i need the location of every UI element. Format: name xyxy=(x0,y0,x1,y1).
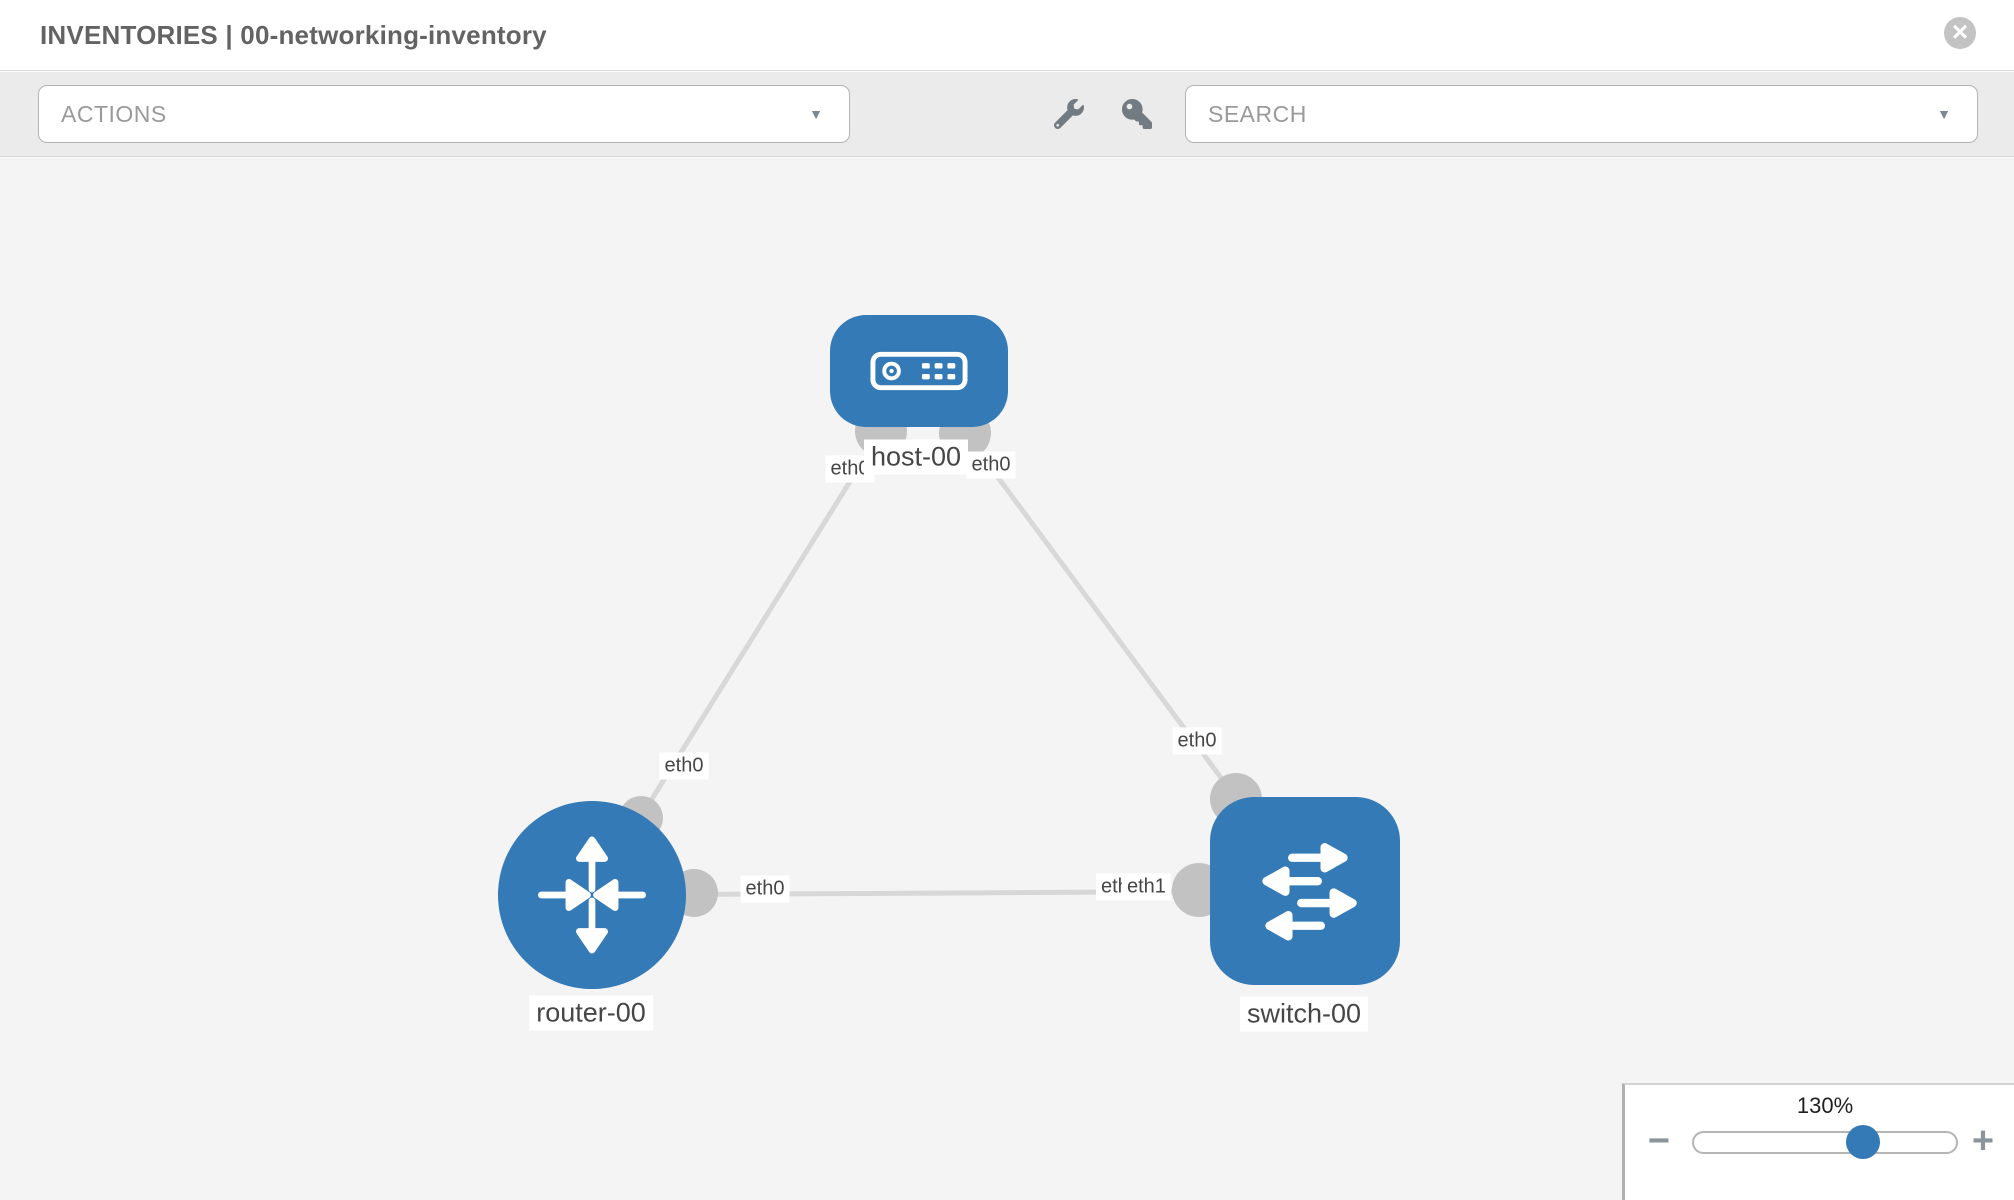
close-button[interactable]: × xyxy=(1944,17,1976,49)
header: INVENTORIES | 00-networking-inventory × xyxy=(0,0,2014,71)
minus-icon: − xyxy=(1647,1120,1671,1162)
node-switch-00[interactable] xyxy=(1210,797,1400,985)
router-arrows-icon xyxy=(538,836,646,954)
interface-label: eth1 xyxy=(1122,873,1171,901)
close-icon: × xyxy=(1951,15,1969,47)
key-icon xyxy=(1122,98,1152,129)
node-router-00[interactable] xyxy=(498,801,686,989)
switch-arrows-icon xyxy=(1262,843,1357,941)
zoom-out-button[interactable]: − xyxy=(1639,1121,1679,1161)
search-box[interactable]: ▼ xyxy=(1185,85,1978,143)
node-label-router-00: router-00 xyxy=(529,995,653,1031)
credentials-button[interactable] xyxy=(1120,98,1154,132)
node-host-00[interactable] xyxy=(830,315,1008,427)
interface-label: eth0 xyxy=(966,451,1016,479)
topology-canvas[interactable]: eth0 eth0 eth0 eth0 eth0 eth0 eth1 host-… xyxy=(0,158,2014,1200)
zoom-slider-track[interactable] xyxy=(1692,1131,1958,1154)
chevron-down-icon: ▼ xyxy=(1937,106,1951,122)
actions-dropdown-label: ACTIONS xyxy=(61,100,167,127)
zoom-slider-thumb[interactable] xyxy=(1846,1125,1880,1159)
chevron-down-icon: ▼ xyxy=(809,106,823,122)
search-input[interactable] xyxy=(1186,100,1886,128)
interface-label: eth0 xyxy=(659,752,709,780)
plus-icon: + xyxy=(1971,1120,1995,1162)
zoom-panel: 130% − + xyxy=(1622,1083,2014,1200)
node-label-switch-00: switch-00 xyxy=(1239,996,1369,1032)
toolbar: ACTIONS ▼ ▼ xyxy=(0,72,2014,157)
configure-tools-button[interactable] xyxy=(1052,98,1086,132)
interface-label: eth0 xyxy=(1172,727,1222,755)
page-title: INVENTORIES | 00-networking-inventory xyxy=(40,20,547,50)
interface-label: eth0 xyxy=(740,875,790,903)
zoom-in-button[interactable]: + xyxy=(1963,1121,2003,1161)
node-label-host-00: host-00 xyxy=(863,439,969,475)
server-icon xyxy=(870,351,968,391)
actions-dropdown[interactable]: ACTIONS ▼ xyxy=(38,85,850,143)
wrench-icon xyxy=(1053,98,1084,129)
zoom-level: 130% xyxy=(1796,1093,1854,1118)
